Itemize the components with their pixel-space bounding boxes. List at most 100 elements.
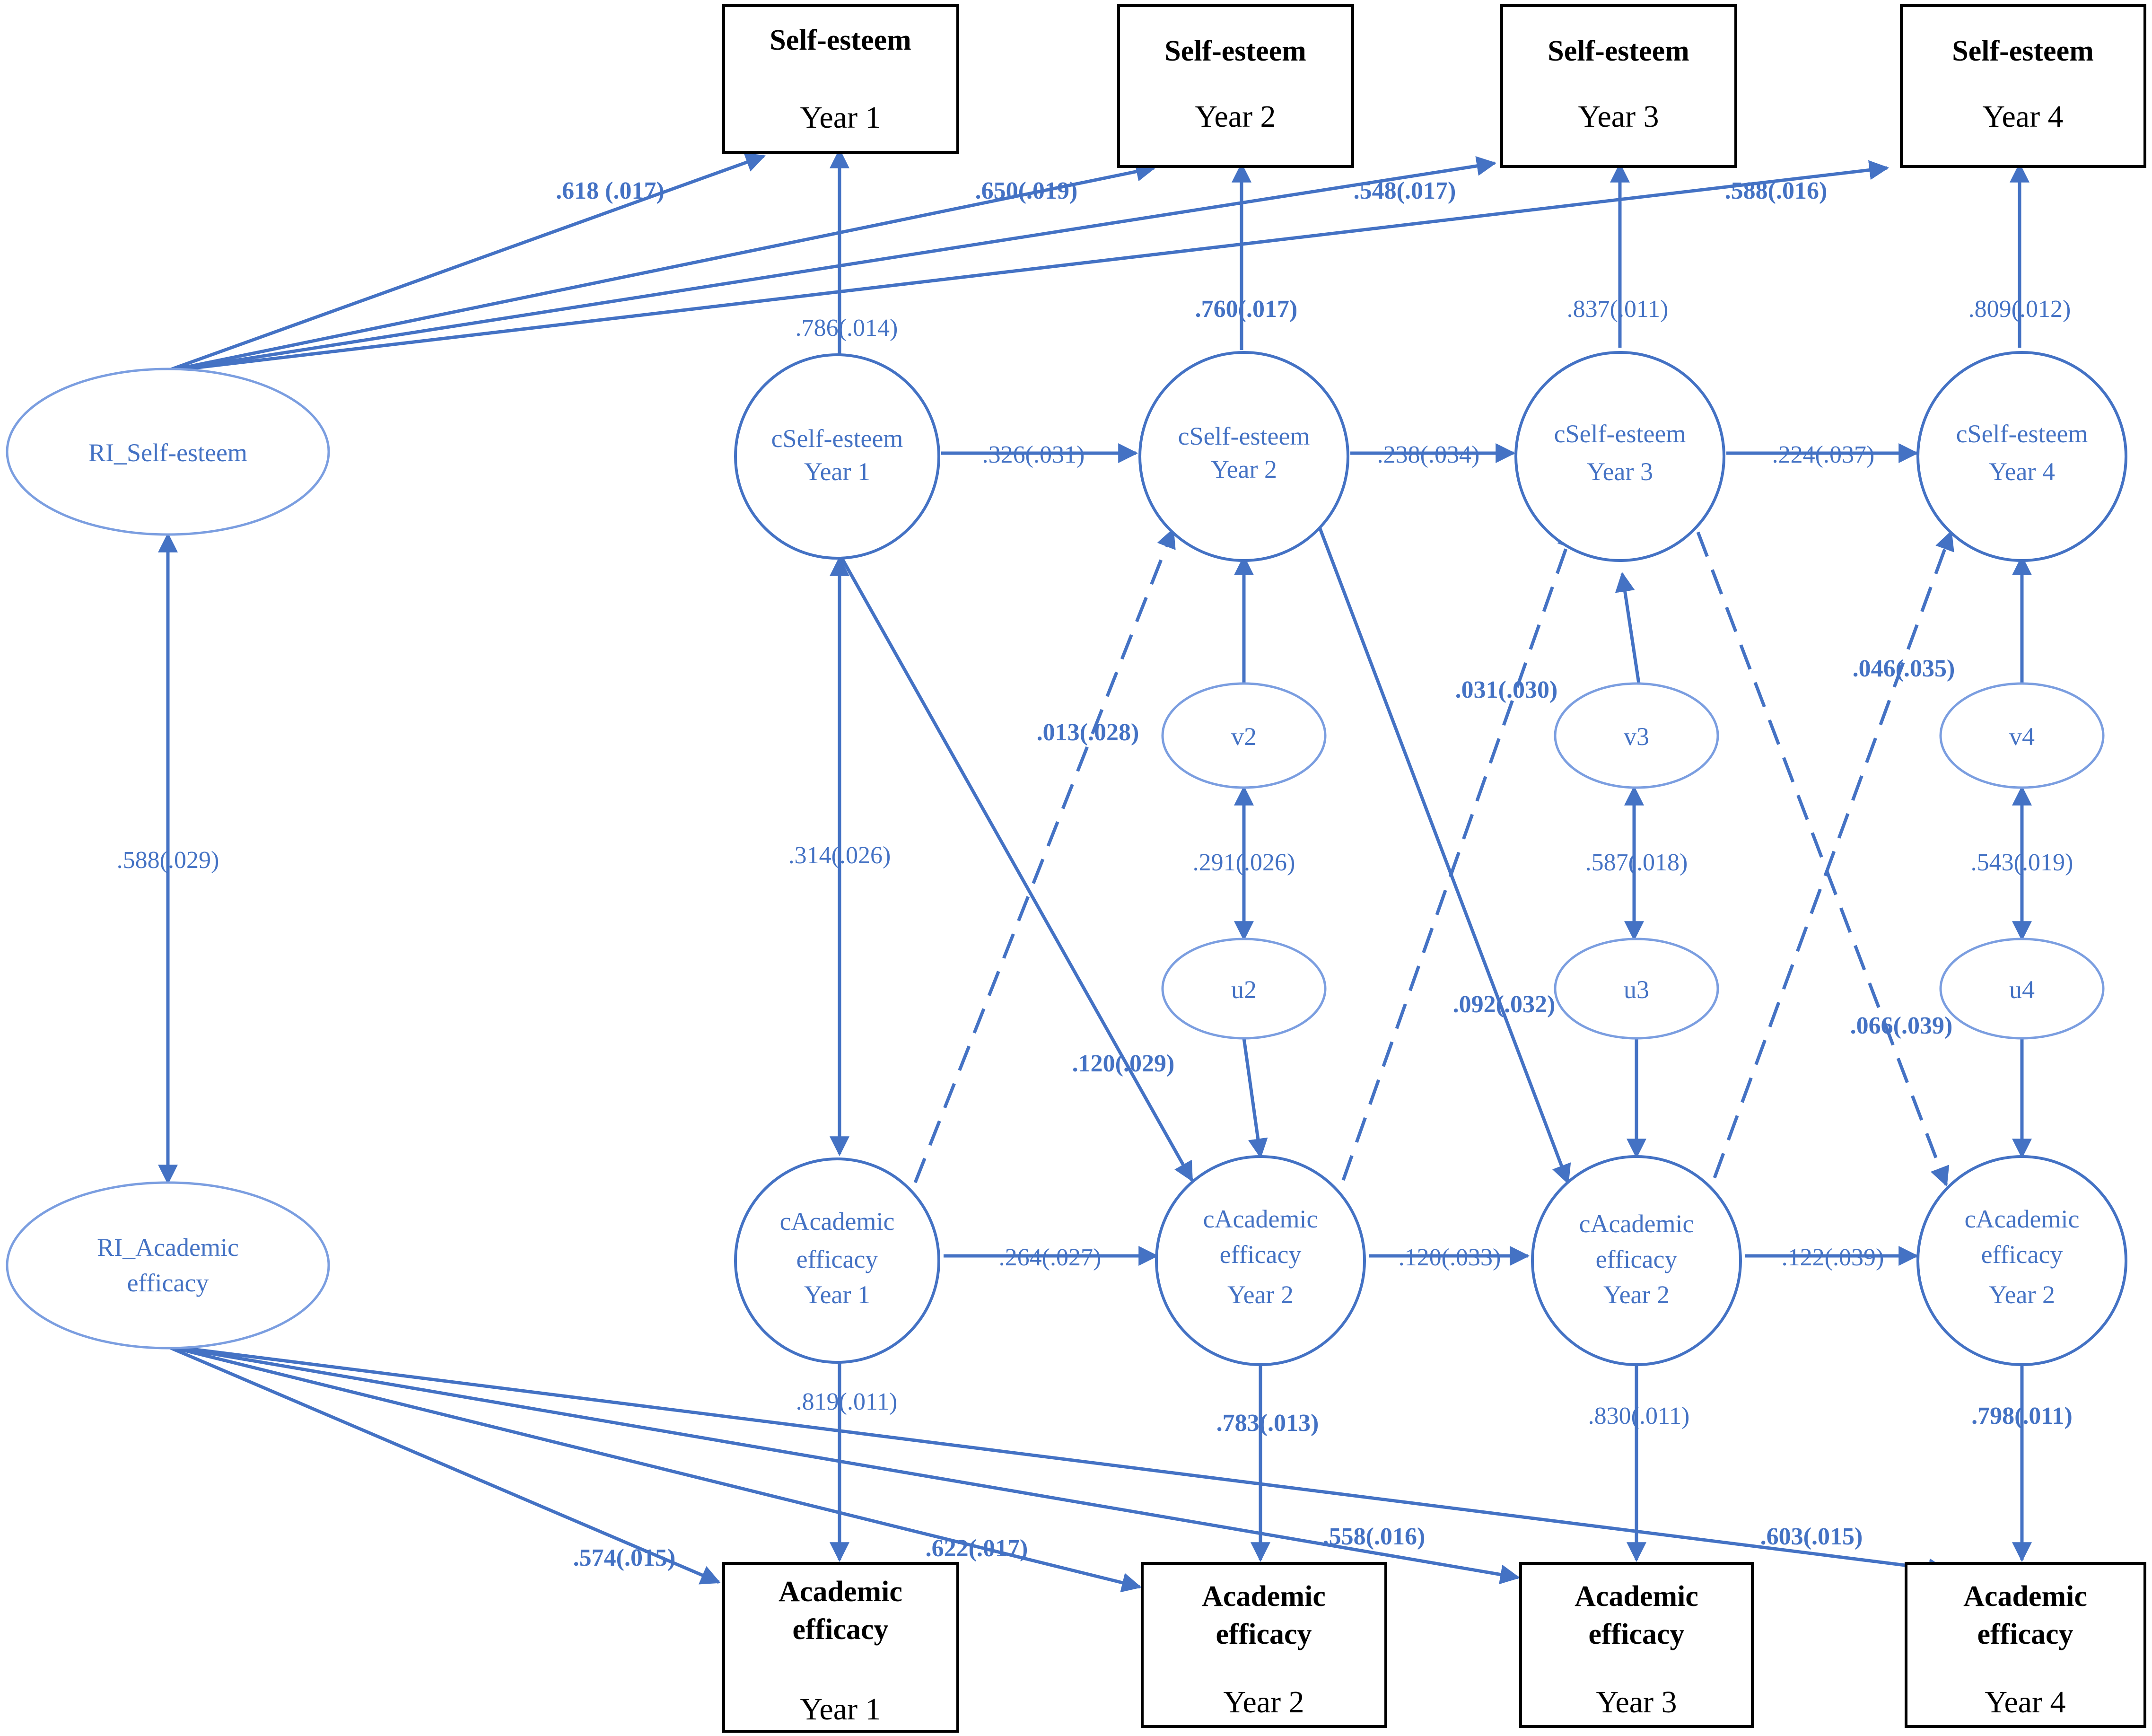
latent-label-line2: efficacy — [1220, 1240, 1302, 1269]
latent-label-line2: Year 2 — [1211, 455, 1277, 483]
residual-label: u4 — [2009, 975, 2035, 1004]
residual-u3: u3 — [1554, 938, 1719, 1040]
latent-label-line3: Year 1 — [804, 1280, 870, 1309]
cself-esteem-year1: cSelf-esteem Year 1 — [734, 353, 940, 560]
label-cross-se1-ae2: .120(.029) — [1072, 1050, 1175, 1077]
label-cross-ae3-se4: .046(.035) — [1853, 655, 1955, 682]
edge-v3-to-cse3 — [1615, 571, 1641, 684]
obs-year: Year 1 — [800, 100, 881, 135]
label-ri-ae-1: .574(.015) — [573, 1544, 676, 1571]
latent-self-esteem: cSelf-esteem Year 1 cSelf-esteem Year 2 … — [734, 351, 2127, 562]
latent-label-line2: Year 3 — [1587, 457, 1653, 486]
cacademic-efficacy-year2-b: cAcademic efficacy Year 2 — [1531, 1155, 1742, 1366]
obs-title: Self-esteem — [770, 24, 911, 56]
latent-academic-efficacy: cAcademic efficacy Year 1 cAcademic effi… — [734, 1155, 2127, 1366]
edge-cae2-to-cse3 — [1341, 528, 1576, 1181]
residual-v3: v3 — [1554, 682, 1719, 789]
label-load-ae4: .798(.011) — [1971, 1403, 2073, 1429]
label-ri-ae-4: .603(.015) — [1760, 1523, 1863, 1550]
residual-v4: v4 — [1939, 682, 2105, 789]
latent-label-line3: Year 2 — [1989, 1280, 2055, 1309]
cself-esteem-year3: cSelf-esteem Year 3 — [1514, 351, 1725, 562]
ri-academic-label-line2: efficacy — [127, 1269, 209, 1297]
cacademic-efficacy-year2-a: cAcademic efficacy Year 2 — [1155, 1155, 1366, 1366]
cacademic-efficacy-year1: cAcademic efficacy Year 1 — [734, 1157, 940, 1364]
obs-title-line1: Academic — [779, 1576, 902, 1608]
obs-title: Self-esteem — [1548, 35, 1689, 67]
label-load-ae1: .819(.011) — [796, 1388, 898, 1415]
latent-label-line2: Year 4 — [1989, 457, 2055, 486]
label-load-ae3: .830(.011) — [1588, 1403, 1690, 1429]
obs-self-esteem-year3: Self-esteem Year 3 — [1500, 4, 1737, 168]
obs-year: Year 4 — [1982, 99, 2063, 134]
latent-label-line2: efficacy — [1596, 1245, 1678, 1273]
obs-year: Year 2 — [1223, 1685, 1304, 1719]
obs-academic-efficacy-year4: Academic efficacy Year 4 — [1905, 1562, 2146, 1728]
edge-ri-se-to-se3 — [165, 156, 1497, 373]
ri-academic-label-line1: RI_Academic — [97, 1233, 239, 1262]
label-load-se4: .809(.012) — [1968, 296, 2071, 323]
cacademic-efficacy-year2-c: cAcademic efficacy Year 2 — [1916, 1155, 2127, 1366]
latent-label-line2: Year 1 — [804, 457, 870, 486]
obs-title: Self-esteem — [1952, 35, 2094, 67]
label-cov-3: .587(.018) — [1585, 849, 1688, 876]
latent-label-line2: efficacy — [796, 1245, 878, 1273]
label-load-ae2: .783(.013) — [1216, 1410, 1319, 1437]
obs-year: Year 3 — [1578, 99, 1659, 134]
obs-year: Year 1 — [800, 1692, 881, 1727]
residual-label: v4 — [2009, 722, 2035, 751]
obs-year: Year 4 — [1985, 1685, 2065, 1719]
obs-title-line1: Academic — [1575, 1580, 1698, 1613]
residual-label: v2 — [1231, 722, 1257, 751]
label-ri-ae-2: .622(.017) — [926, 1535, 1028, 1562]
edge-ri-se-to-se4 — [165, 160, 1890, 373]
label-ri-ae-3: .558(.016) — [1323, 1523, 1426, 1550]
edge-ri-se-to-se1 — [165, 153, 766, 373]
obs-year: Year 3 — [1596, 1685, 1677, 1719]
latent-label-line1: cSelf-esteem — [771, 424, 903, 453]
label-cross-se3-ae4: .066(.039) — [1850, 1012, 1953, 1039]
residual-u2: u2 — [1161, 938, 1327, 1040]
obs-self-esteem-year2: Self-esteem Year 2 — [1117, 4, 1354, 168]
edge-cse1-to-cae2 — [840, 557, 1194, 1182]
residual-label: u2 — [1231, 975, 1257, 1004]
latent-label-line1: cSelf-esteem — [1178, 422, 1310, 450]
label-load-se2: .760(.017) — [1195, 296, 1298, 323]
latent-label-line3: Year 2 — [1227, 1280, 1294, 1309]
obs-title-line2: efficacy — [1216, 1618, 1312, 1650]
obs-academic-efficacy-year2: Academic efficacy Year 2 — [1141, 1562, 1387, 1728]
obs-self-esteem-year1: Self-esteem Year 1 — [722, 4, 959, 154]
label-ar-ae23: .120(.033) — [1399, 1244, 1501, 1271]
obs-title: Self-esteem — [1164, 35, 1306, 67]
residual-label: v3 — [1624, 722, 1649, 751]
label-ri-se-1: .618 (.017) — [556, 177, 665, 204]
label-cov-4: .543(.019) — [1971, 849, 2073, 876]
obs-year: Year 2 — [1195, 99, 1276, 134]
obs-title-line2: efficacy — [1977, 1618, 2073, 1650]
obs-title-line1: Academic — [1202, 1580, 1326, 1613]
cself-esteem-year2: cSelf-esteem Year 2 — [1138, 351, 1349, 562]
edge-ri-ae-to-ae2 — [165, 1344, 1142, 1593]
ri-self-esteem: RI_Self-esteem — [6, 368, 330, 536]
label-cross-ae2-se3: .031(.030) — [1455, 676, 1558, 703]
residual-v2: v2 — [1161, 682, 1327, 789]
obs-academic-efficacy-year1: Academic efficacy Year 1 — [722, 1562, 959, 1733]
label-ri-se-3: .548(.017) — [1354, 177, 1456, 204]
label-cov-2: .291(.026) — [1193, 849, 1295, 876]
edge-cse3-to-cae4 — [1696, 531, 1950, 1187]
cself-esteem-year4: cSelf-esteem Year 4 — [1916, 351, 2127, 562]
latent-label-line1: cAcademic — [780, 1207, 895, 1236]
edge-ri-ae-to-ae1 — [165, 1344, 721, 1585]
latent-label-line1: cAcademic — [1579, 1210, 1694, 1238]
ri-academic-efficacy: RI_Academic efficacy — [6, 1181, 330, 1350]
observed-self-esteem: Self-esteem Year 1 Self-esteem Year 2 Se… — [722, 4, 2146, 168]
coefficient-labels: .618 (.017) .650(.019) .548(.017) .588(.… — [117, 177, 2073, 1571]
latent-label-line1: cSelf-esteem — [1554, 420, 1686, 448]
label-ar-ae12: .264(.027) — [999, 1244, 1102, 1271]
random-intercepts: RI_Self-esteem RI_Academic efficacy — [6, 368, 330, 1350]
edge-ri-ae-to-ae3 — [165, 1344, 1521, 1585]
label-ri-cov: .588(.029) — [117, 847, 219, 874]
ri-self-esteem-label: RI_Self-esteem — [88, 438, 247, 467]
latent-label-line1: cAcademic — [1203, 1205, 1318, 1233]
